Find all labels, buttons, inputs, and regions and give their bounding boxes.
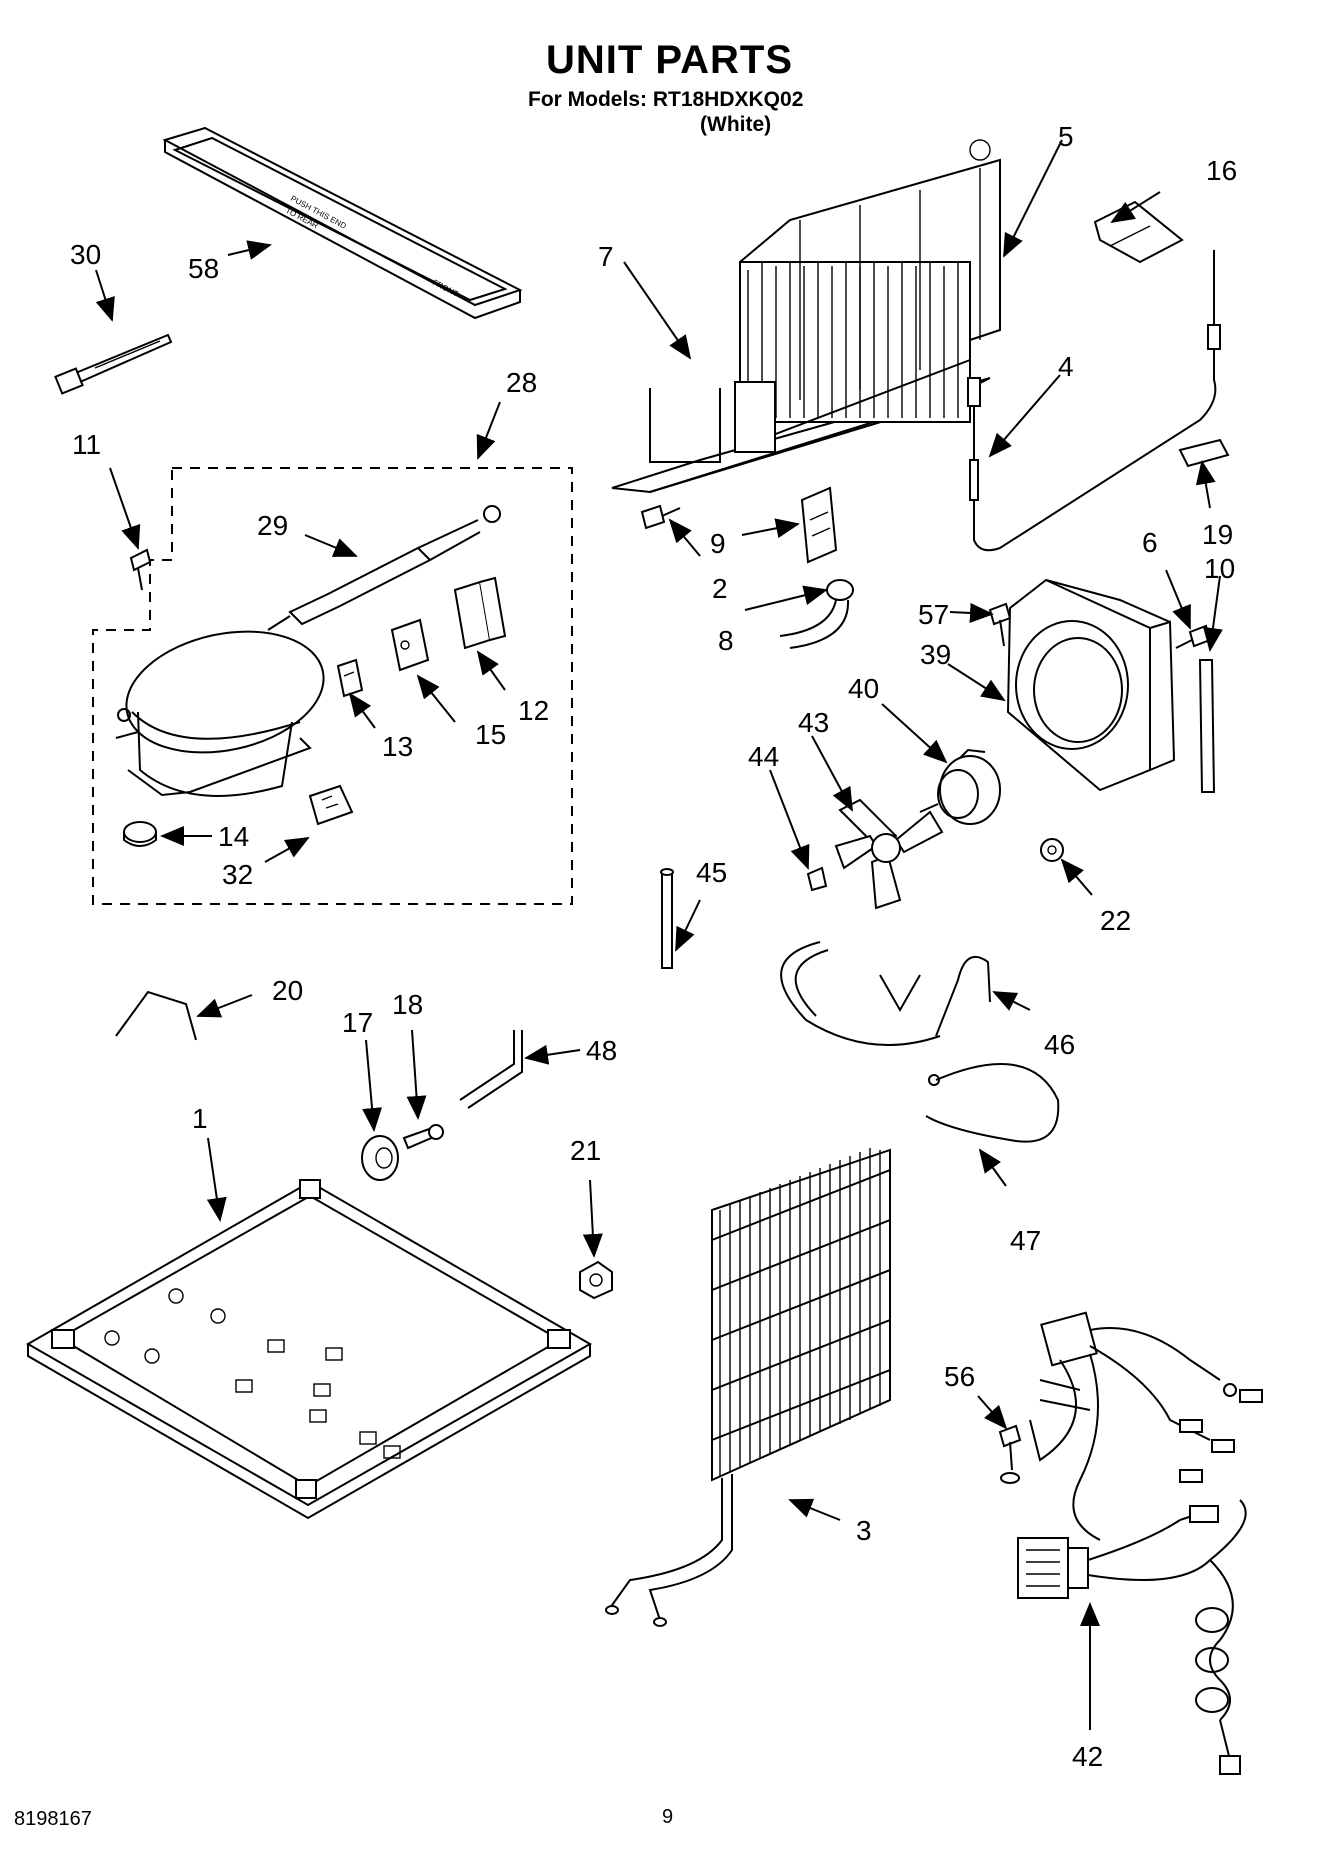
tube-part-46 [780,941,991,1046]
color-variant: (White) [700,113,772,136]
callout-12: 12 [518,695,549,726]
callout-29: 29 [257,510,288,541]
callout-5: 5 [1058,121,1074,152]
defrost-thermostat-part [967,250,1221,552]
model-number-line: For Models: RT18HDXKQ02 [528,88,804,111]
page-title: UNIT PARTS [545,38,794,82]
screw-part-57 [988,602,1012,647]
callout-2: 2 [712,573,728,604]
tube-part-45 [660,868,674,969]
evap-cover-part [1093,200,1184,264]
callout-57: 57 [918,599,949,630]
callout-labels: 58 30 11 28 29 12 15 13 14 32 7 5 16 4 1… [70,121,1237,1772]
fan-shroud-part [1006,578,1176,792]
page-number: 9 [662,1806,674,1828]
callout-6: 6 [1142,527,1158,558]
filter-drier-part [267,505,501,631]
screw-part-11 [129,548,152,591]
clip-part-19 [1178,438,1230,468]
callout-45: 45 [696,857,727,888]
nut-part-21 [579,1260,613,1300]
callout-39: 39 [920,639,951,670]
callout-14: 14 [218,821,249,852]
drain-tube-part-47 [925,1063,1060,1143]
leader-lines [95,139,1223,1730]
callout-3: 3 [856,1515,872,1546]
callout-56: 56 [944,1361,975,1392]
capacitor-part [453,576,507,650]
drain-pan-text-front: FRONT [431,278,460,299]
fan-blade-part [834,798,944,910]
callout-1: 1 [192,1103,208,1134]
compressor-part [115,630,325,797]
axle-part-18 [402,1124,444,1150]
overload-part [336,658,364,698]
callout-18: 18 [392,989,423,1020]
bracket-part-9 [800,486,838,564]
callout-4: 4 [1058,351,1074,382]
roller-part-17 [361,1135,399,1181]
callout-42: 42 [1072,1741,1103,1772]
callout-17: 17 [342,1007,373,1038]
callout-19: 19 [1202,519,1233,550]
cable-tie-part [54,333,173,395]
callout-28: 28 [506,367,537,398]
screw-part-2 [640,504,681,530]
clip-part-44 [806,866,828,892]
callout-46: 46 [1044,1029,1075,1060]
callout-8: 8 [718,625,734,656]
callout-11: 11 [72,429,101,460]
evaporator-part [611,139,1001,494]
callout-16: 16 [1206,155,1237,186]
callout-32: 32 [222,859,253,890]
callout-30: 30 [70,239,101,270]
screw-part-56 [998,1424,1022,1484]
callout-20: 20 [272,975,303,1006]
bimetal-part [779,579,854,649]
rod-part-48 [459,1030,523,1109]
callout-44: 44 [748,741,779,772]
relay-part [390,618,430,672]
callout-40: 40 [848,673,879,704]
base-pan-part [25,1179,593,1520]
callout-22: 22 [1100,905,1131,936]
callout-9: 9 [710,528,726,559]
drain-pan-part: PUSH THIS END TO REAR FRONT [162,126,523,320]
callout-7: 7 [598,241,614,272]
callout-43: 43 [798,707,829,738]
callout-15: 15 [475,719,506,750]
fan-motor-part [919,748,1001,825]
gasket-strip-part [1198,659,1216,793]
condenser-part [605,1148,891,1627]
document-number: 8198167 [14,1808,92,1830]
grommet-part [123,821,157,847]
callout-48: 48 [586,1035,617,1066]
callout-21: 21 [570,1135,601,1166]
callout-58: 58 [188,253,219,284]
relay-cover-part [308,784,354,826]
callout-13: 13 [382,731,413,762]
screw-part-6 [1175,624,1212,649]
callout-47: 47 [1010,1225,1041,1256]
compressor-kit-boundary [92,467,573,905]
wiring-harness-part [1017,1311,1263,1775]
clip-wire-part-20 [115,990,197,1041]
nut-part-22 [1040,838,1064,862]
callout-10: 10 [1204,553,1235,584]
